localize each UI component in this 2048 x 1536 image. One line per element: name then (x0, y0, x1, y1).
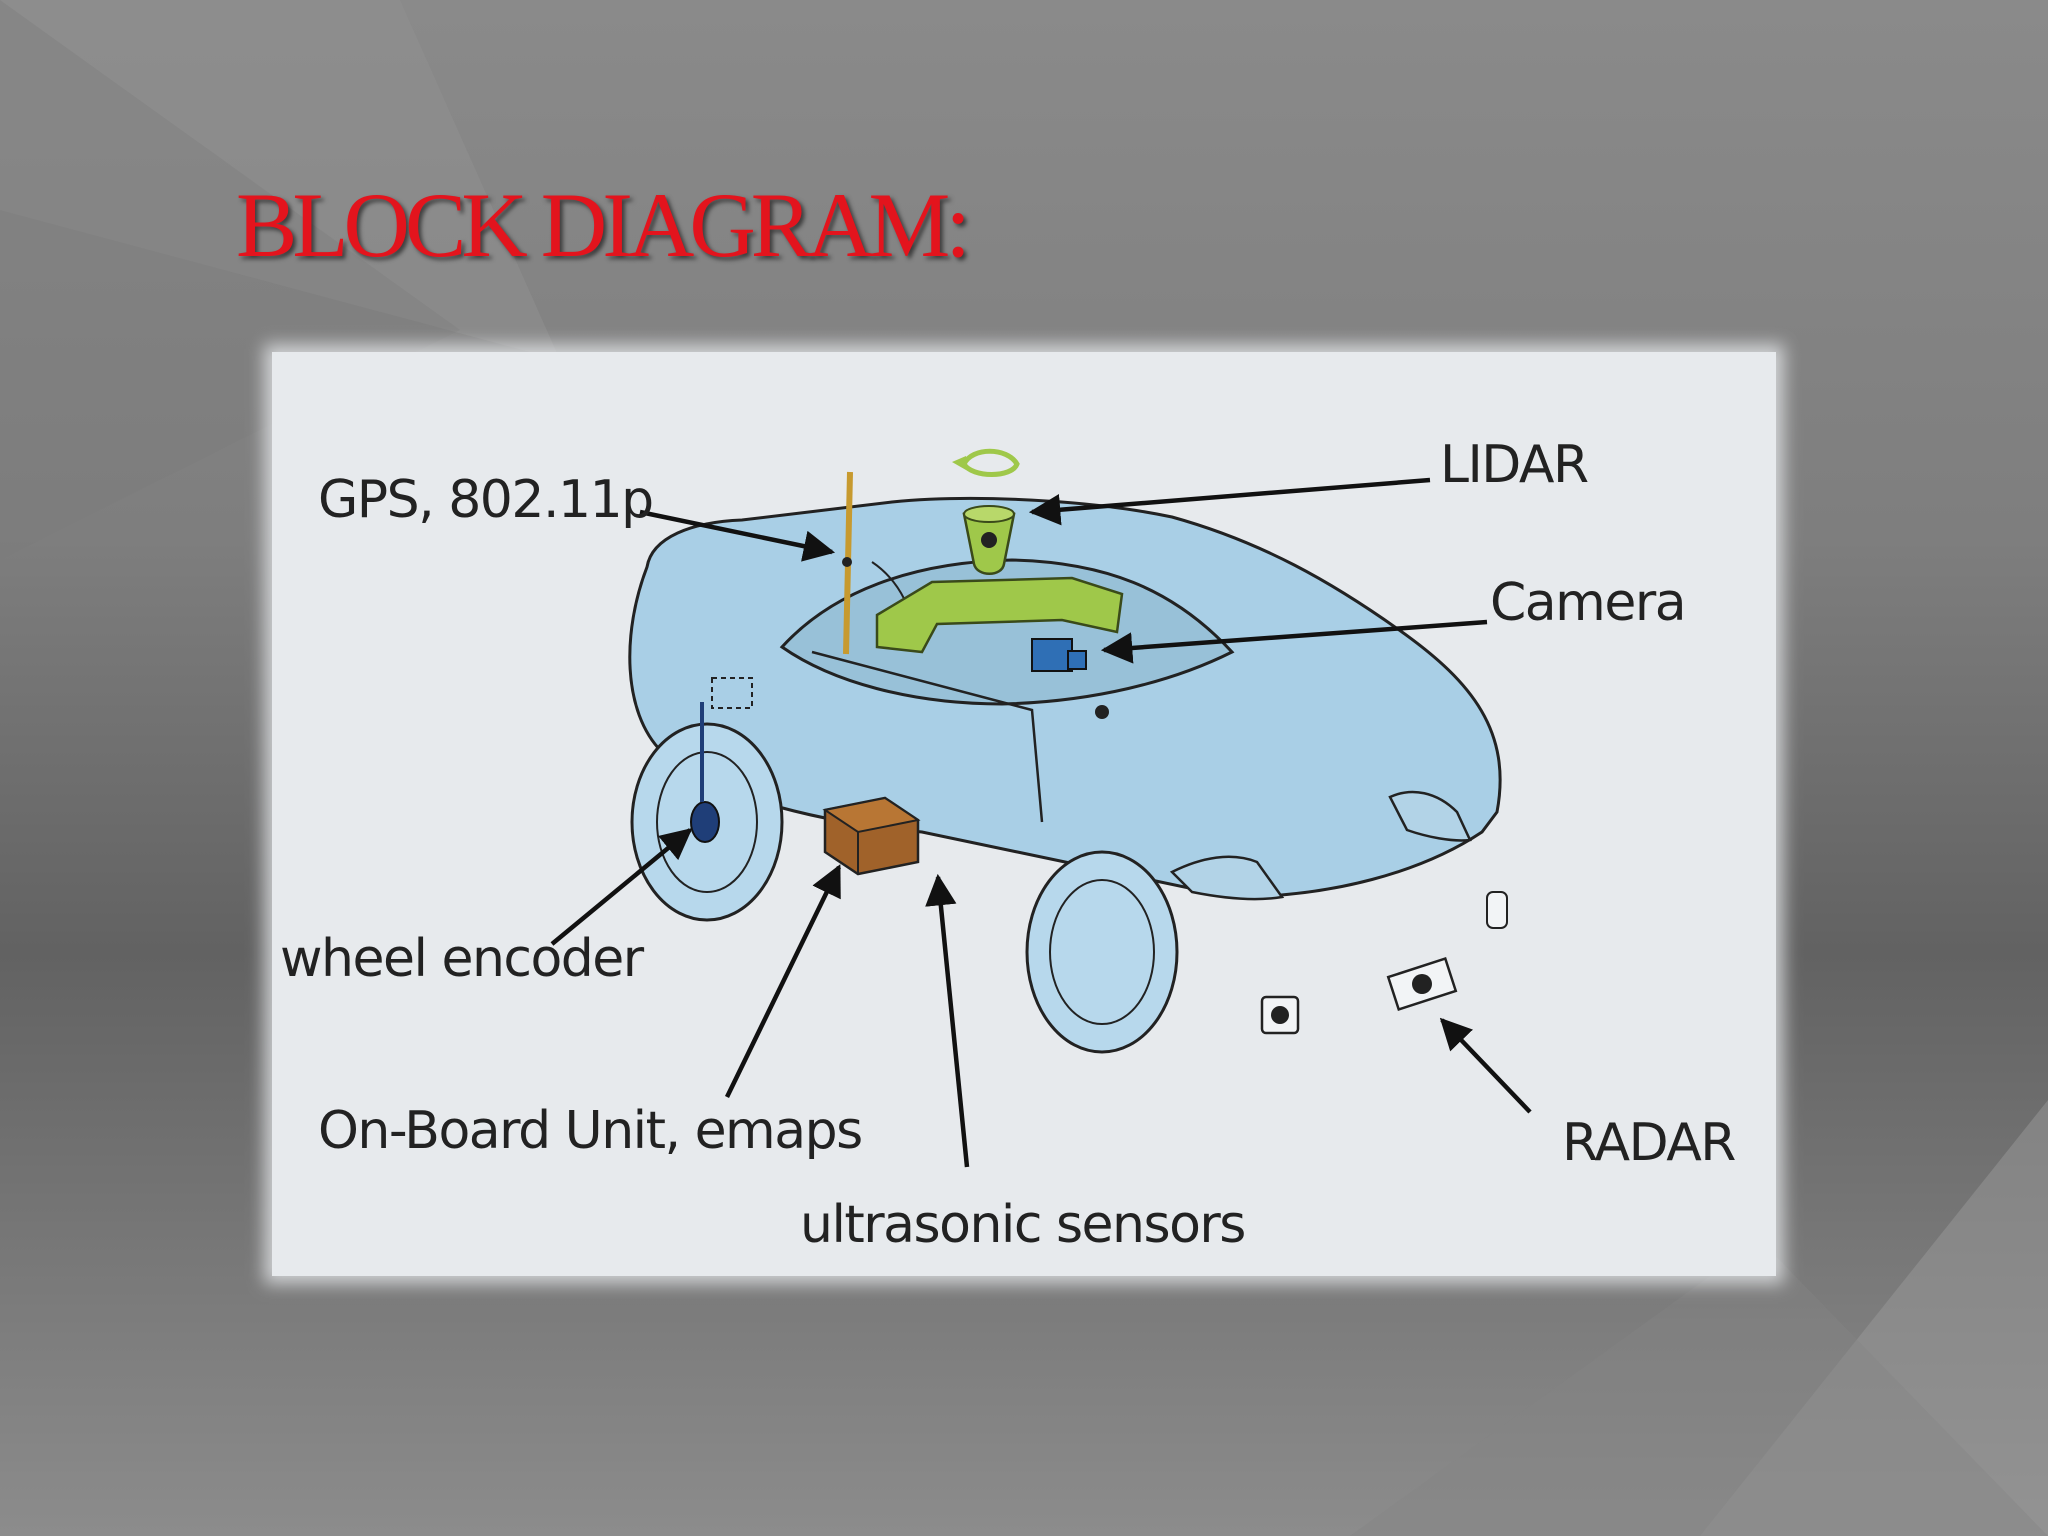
slide-title: BLOCK DIAGRAM: (236, 174, 971, 276)
label-wheel-encoder: wheel encoder (280, 929, 645, 989)
label-gps: GPS, 802.11p (318, 470, 653, 530)
label-lidar: LIDAR (1440, 435, 1588, 495)
camera-device (1031, 638, 1073, 672)
label-ultrasonic: ultrasonic sensors (800, 1195, 1245, 1255)
diagram-panel: GPS, 802.11p LIDAR Camera wheel encoder … (272, 352, 1776, 1276)
roof-rack (875, 576, 1124, 654)
label-radar: RADAR (1562, 1113, 1735, 1173)
car-sensor-diagram: GPS, 802.11p LIDAR Camera wheel encoder … (280, 435, 1737, 1255)
label-onboard-unit: On-Board Unit, emaps (318, 1101, 862, 1161)
label-camera: Camera (1490, 573, 1685, 633)
